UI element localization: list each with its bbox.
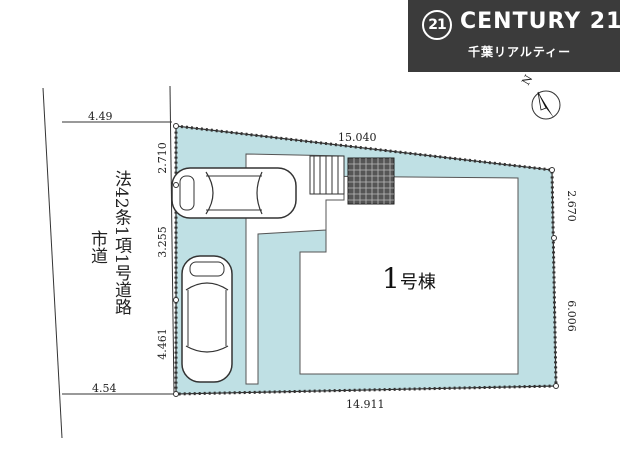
parked-car-2 xyxy=(181,255,233,383)
entrance-steps xyxy=(309,155,345,195)
road-class-label: 市道 xyxy=(87,230,107,264)
brand-name: CENTURY 21 xyxy=(460,9,620,34)
dim-bottom-edge: 14.911 xyxy=(346,398,385,411)
road-edge-right xyxy=(169,85,175,396)
dim-road-width-bottom: 4.54 xyxy=(92,382,117,395)
brand-subtitle: 千葉リアルティー xyxy=(468,45,572,59)
building-label: 1号棟 xyxy=(382,262,436,295)
building-suffix: 号棟 xyxy=(399,272,436,293)
porch-tiles xyxy=(347,157,395,205)
compass-icon xyxy=(531,90,561,120)
compass-label: N xyxy=(519,72,535,87)
brand-logo: 21 CENTURY 21 千葉リアルティー xyxy=(408,0,620,72)
dim-right-segment-1: 2.670 xyxy=(565,190,578,222)
dim-road-width-top: 4.49 xyxy=(88,110,113,123)
dim-left-segment-3: 4.461 xyxy=(156,328,169,360)
dim-left-segment-2: 3.255 xyxy=(156,226,169,258)
dim-top-edge: 15.040 xyxy=(338,131,377,144)
road-type-label: 法42条1項1号道路 xyxy=(111,170,131,316)
road-edge-left xyxy=(42,87,63,439)
dim-right-segment-2: 6.006 xyxy=(565,300,578,332)
century21-mark: 21 xyxy=(422,10,452,40)
building-number: 1 xyxy=(382,262,400,295)
corner-markers xyxy=(173,123,559,397)
dim-left-segment-1: 2.710 xyxy=(156,142,169,174)
parked-car-1 xyxy=(171,167,297,219)
